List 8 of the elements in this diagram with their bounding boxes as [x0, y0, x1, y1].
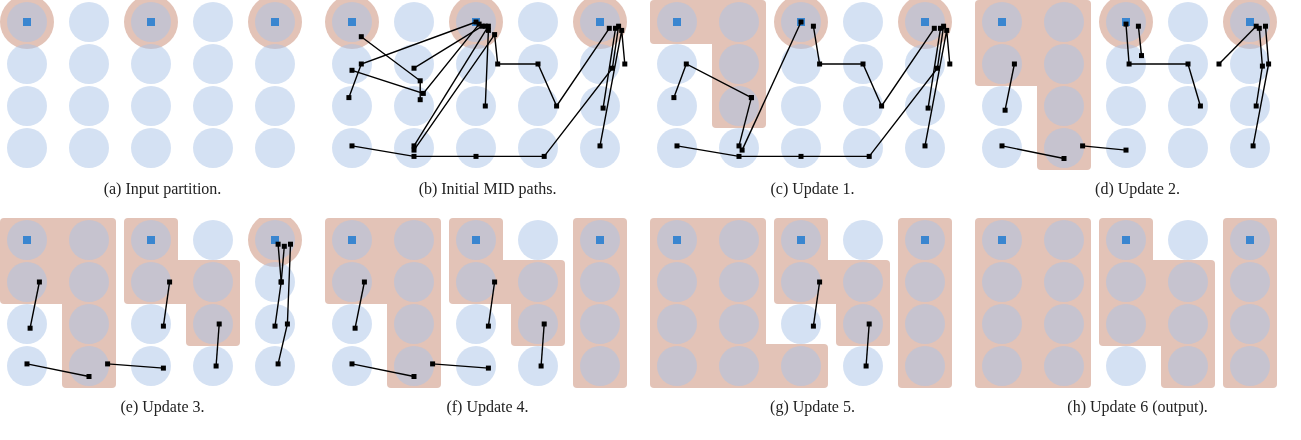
panel-caption: (b) Initial MID paths.: [418, 180, 557, 198]
panel-caption: (e) Update 3.: [120, 398, 205, 416]
panel-caption: (h) Update 6 (output).: [1067, 398, 1208, 416]
panel-caption: (g) Update 5.: [770, 398, 855, 416]
panel-caption: (c) Update 1.: [770, 180, 855, 198]
panel-caption: (d) Update 2.: [1095, 180, 1180, 198]
panel-caption: (f) Update 4.: [446, 398, 529, 416]
panel-caption: (a) Input partition.: [103, 180, 222, 198]
